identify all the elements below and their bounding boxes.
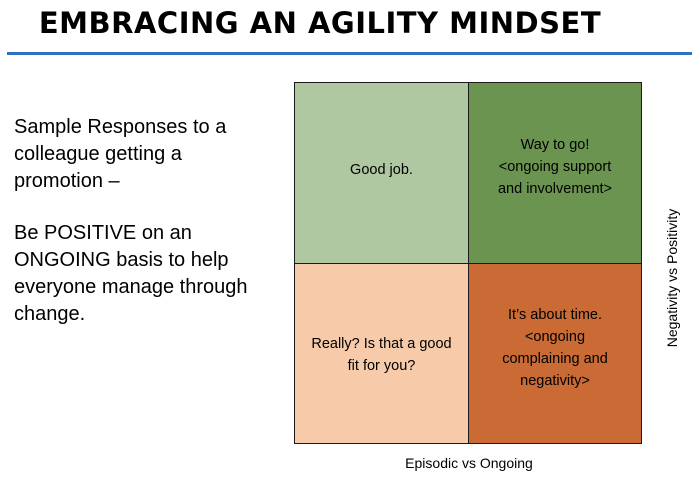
quadrant-top-left: Good job. xyxy=(295,83,469,264)
quadrant-top-right-text: Way to go! <ongoing support and involvem… xyxy=(497,137,613,197)
quadrant-bottom-right-text: It’s about time. <ongoing complaining an… xyxy=(502,306,608,389)
quadrant-top-right: Way to go! <ongoing support and involvem… xyxy=(469,83,641,264)
explanatory-text: Sample Responses to a colleague getting … xyxy=(14,114,276,328)
quadrant-top-left-text: Good job. xyxy=(350,162,413,178)
response-matrix: Good job. Way to go! <ongoing support an… xyxy=(294,82,642,444)
intro-paragraph: Sample Responses to a colleague getting … xyxy=(14,116,227,192)
title-divider xyxy=(7,52,692,55)
y-axis-label: Negativity vs Positivity xyxy=(664,208,680,348)
quadrant-bottom-right: It’s about time. <ongoing complaining an… xyxy=(469,264,641,443)
quadrant-bottom-left: Really? Is that a good fit for you? xyxy=(295,264,469,443)
guidance-paragraph: Be POSITIVE on an ONGOING basis to help … xyxy=(14,222,248,325)
slide-title: EMBRACING AN AGILITY MINDSET xyxy=(38,6,602,40)
x-axis-label: Episodic vs Ongoing xyxy=(405,455,533,471)
quadrant-bottom-left-text: Really? Is that a good fit for you? xyxy=(311,335,452,374)
